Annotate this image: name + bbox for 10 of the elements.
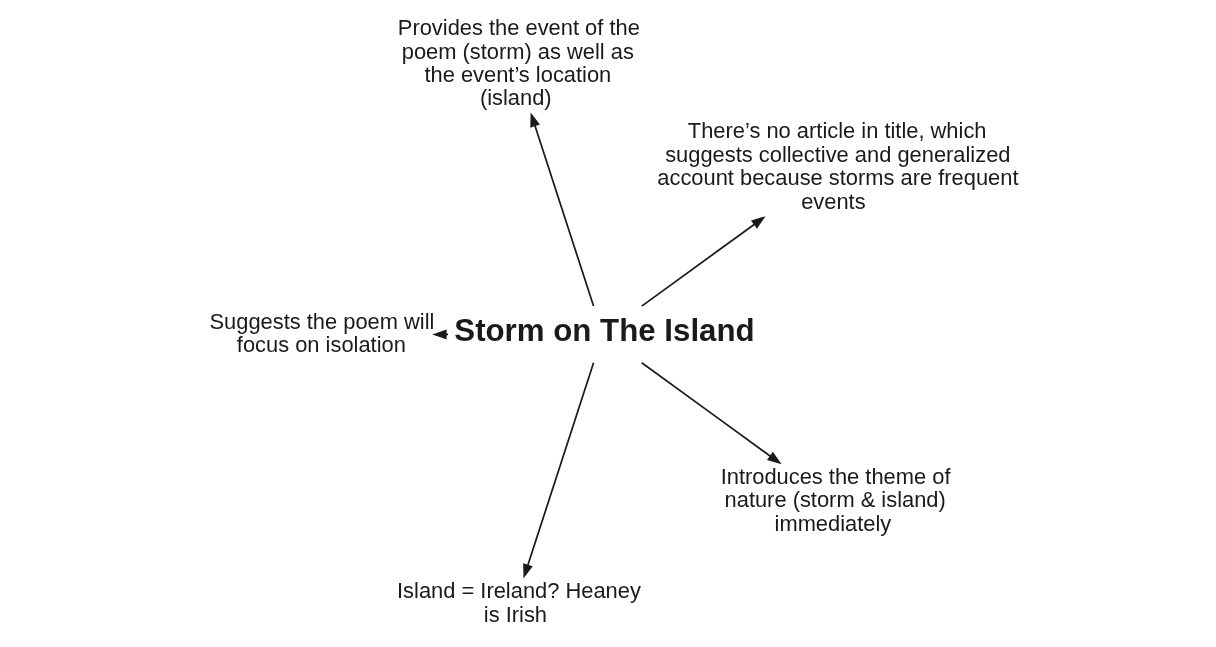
arrow	[529, 112, 594, 307]
node-text: Provides the event of the poem (storm) as well as the event’s location (island)	[397, 15, 640, 111]
node-text: Island = Ireland? Heaney is Irish	[396, 578, 641, 627]
node-text: There’s no article in title, which suggests collective and generalized account because storms are frequent events	[656, 118, 1018, 214]
arrow	[640, 216, 766, 307]
arrow	[640, 361, 782, 465]
node-text: Storm on The Island	[453, 312, 755, 348]
node-text: Introduces the theme of nature (storm & island) immediately	[720, 463, 950, 536]
node-text: Suggests the poem will focus on isolation	[209, 308, 434, 357]
arrow	[522, 361, 594, 579]
